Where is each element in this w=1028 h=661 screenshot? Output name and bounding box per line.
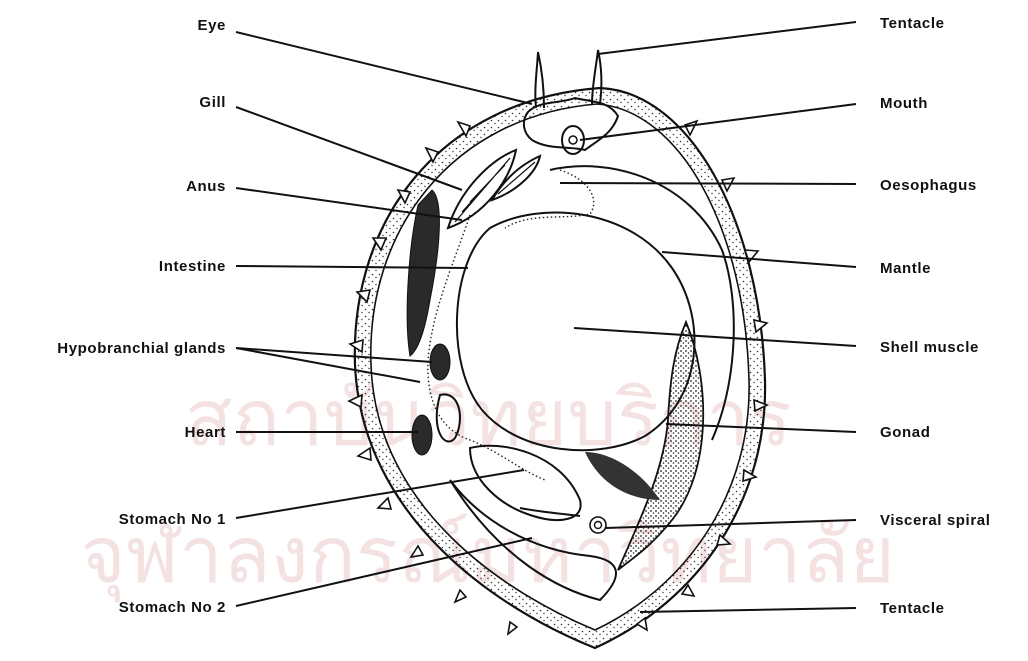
- leader-mantle: [662, 252, 856, 267]
- labels-right: Tentacle Mouth Oesophagus Mantle Shell m…: [880, 15, 990, 617]
- label-eye: Eye: [198, 17, 227, 34]
- label-mouth: Mouth: [880, 95, 928, 112]
- label-stomach-1: Stomach No 1: [119, 511, 226, 528]
- label-oesophagus: Oesophagus: [880, 177, 977, 194]
- label-tentacle-top: Tentacle: [880, 15, 945, 32]
- label-tentacle-bottom: Tentacle: [880, 600, 945, 617]
- leader-oesophagus: [560, 183, 856, 184]
- label-anus: Anus: [186, 178, 226, 195]
- heart-organ: [412, 415, 432, 455]
- leader-shell-muscle: [574, 328, 856, 346]
- leader-hypobranchial-1: [236, 348, 432, 362]
- label-hypobranchial-glands: Hypobranchial glands: [57, 340, 226, 357]
- mouth-opening: [569, 136, 577, 144]
- label-mantle: Mantle: [880, 260, 931, 277]
- label-shell-muscle: Shell muscle: [880, 339, 979, 356]
- label-visceral-spiral: Visceral spiral: [880, 512, 990, 529]
- label-heart: Heart: [185, 424, 226, 441]
- label-intestine: Intestine: [159, 258, 226, 275]
- leader-tentacle-top: [598, 22, 856, 54]
- label-stomach-2: Stomach No 2: [119, 599, 226, 616]
- leader-tentacle-bottom: [640, 608, 856, 612]
- hypobranchial-gland-lower: [430, 344, 450, 380]
- leader-eye: [236, 32, 532, 104]
- label-gill: Gill: [199, 94, 226, 111]
- label-gonad: Gonad: [880, 424, 931, 441]
- oesophagus-duct: [505, 170, 594, 228]
